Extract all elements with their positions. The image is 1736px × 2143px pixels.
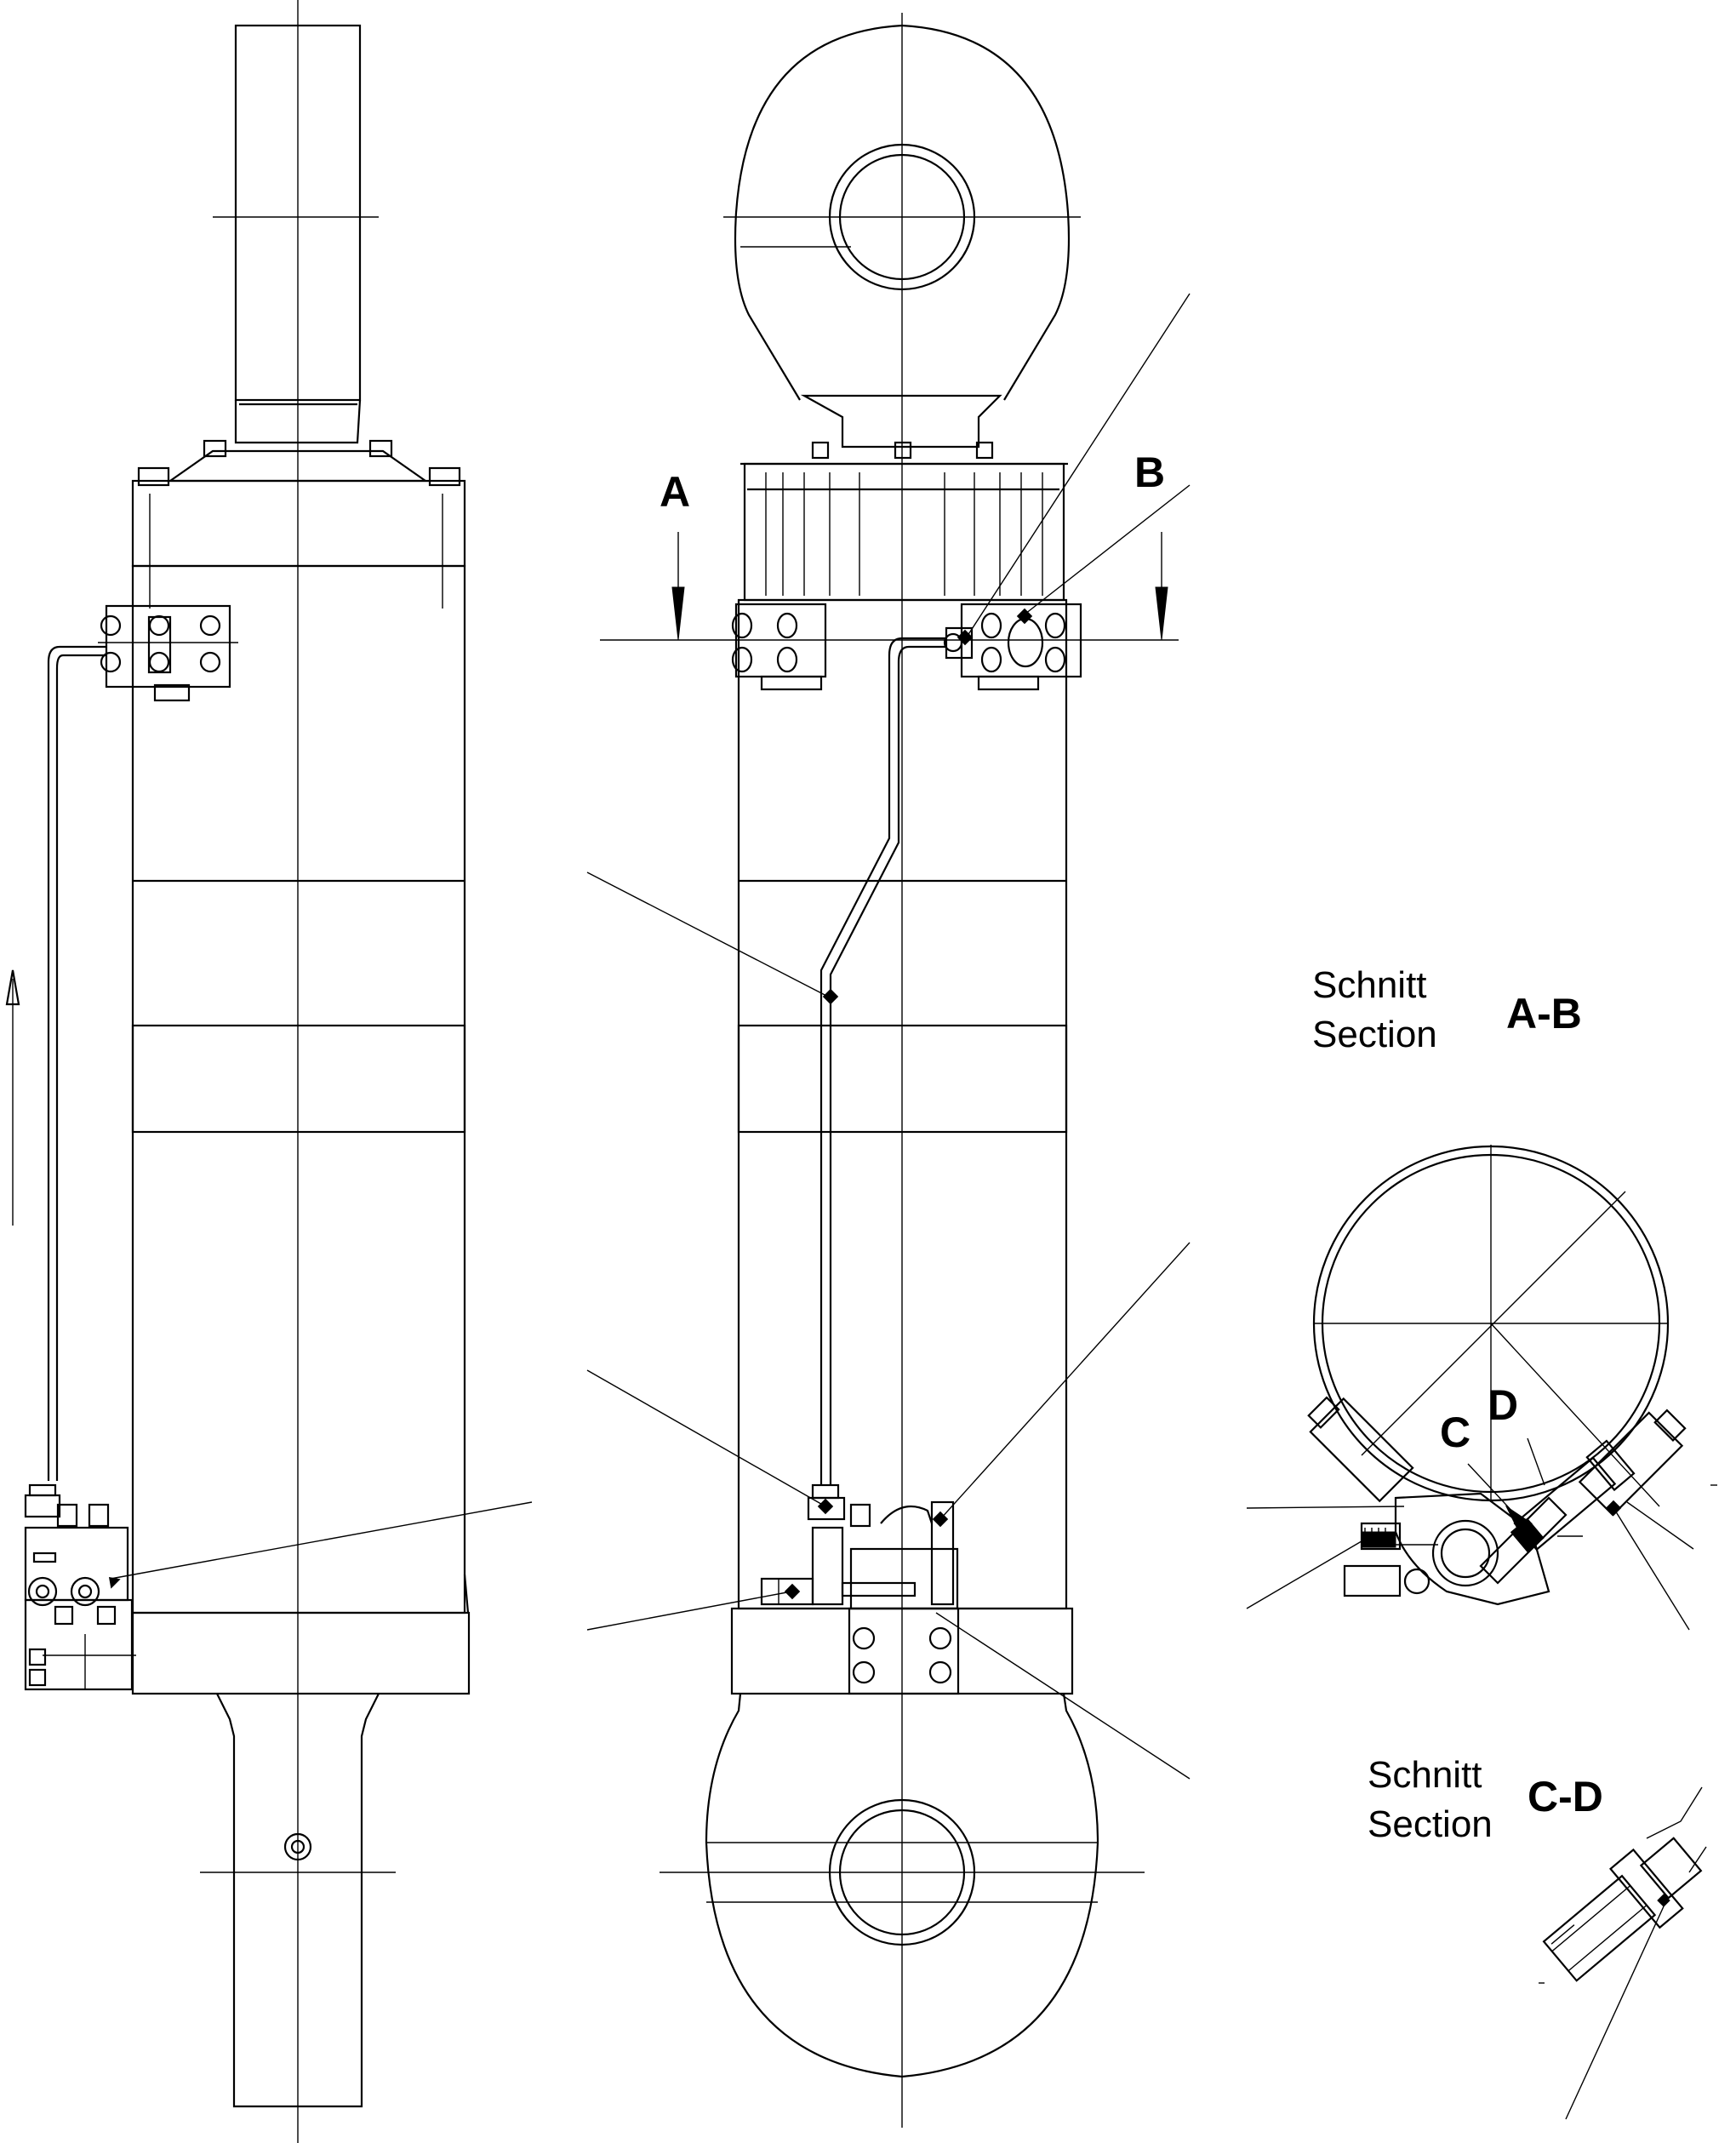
left-lower-valve-block [24, 1483, 136, 1691]
grease-nipple-icon [283, 1832, 312, 1861]
leader-line [1020, 484, 1191, 618]
leader-line [110, 1501, 533, 1580]
bottom-rod-eye [705, 1693, 1099, 2078]
section-ab-id: A-B [1506, 990, 1582, 1037]
section-marker-b: B [1134, 449, 1165, 496]
left-barrel-band [131, 1024, 466, 1134]
leader-line [935, 1612, 1191, 1780]
left-side-view [5, 0, 533, 2143]
middle-right-port-block [943, 603, 1082, 691]
leader-line [586, 1369, 826, 1507]
leader-line [965, 293, 1191, 639]
section-ab-port-block [1394, 1492, 1550, 1606]
section-marker-c: C [1440, 1409, 1470, 1456]
leader-line [586, 871, 831, 998]
section-cd-line2: Section [1368, 1803, 1493, 1845]
left-piston-rod [234, 24, 362, 402]
leader-line [1612, 1506, 1690, 1631]
leader-line [1246, 1506, 1405, 1509]
leader-line [1626, 1501, 1694, 1550]
middle-base [730, 1607, 1074, 1695]
leader-line [586, 1591, 792, 1631]
top-rod-eye [734, 24, 1071, 401]
middle-head-gland [743, 462, 1065, 602]
left-barrel [131, 564, 466, 1614]
section-ab-line1: Schnitt [1312, 964, 1427, 1006]
left-hydraulic-pipe [47, 645, 106, 1481]
left-upper-port-block [98, 604, 238, 702]
section-cd-detail: Schnitt Section C-D [1368, 1754, 1707, 2120]
section-marker-d: D [1488, 1381, 1518, 1429]
middle-left-port-block [731, 603, 827, 691]
section-ab-line2: Section [1312, 1014, 1437, 1055]
leader-line [939, 1242, 1191, 1520]
leader-line [1565, 1906, 1665, 2120]
section-ab-detail: Schnitt Section A-B [1246, 964, 1717, 1631]
section-cd-line1: Schnitt [1368, 1754, 1482, 1796]
section-cd-fitting [1542, 1837, 1703, 1982]
middle-front-view: A B [586, 13, 1191, 2128]
section-marker-a: A [660, 468, 690, 516]
middle-hydraulic-pipe [819, 637, 946, 1485]
section-cd-id: C-D [1528, 1773, 1603, 1820]
left-base [131, 1611, 471, 1695]
leader-line [1246, 1538, 1367, 1609]
